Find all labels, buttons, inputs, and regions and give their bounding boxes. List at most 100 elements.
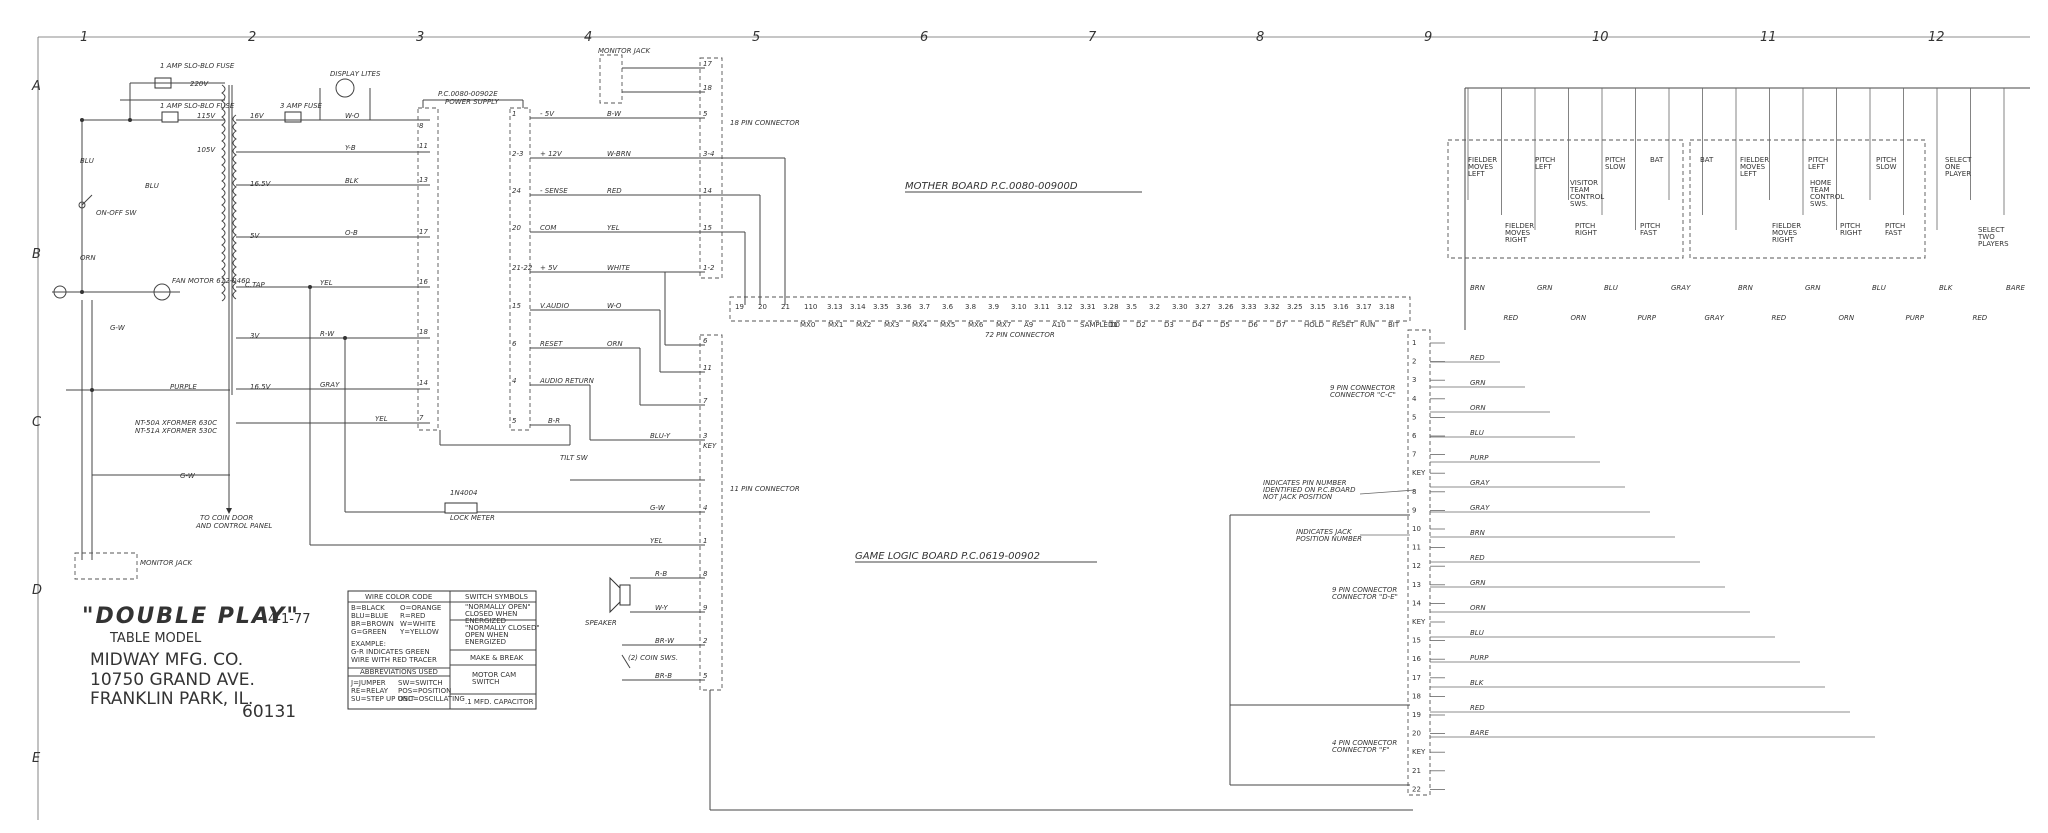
home-switch-label: FIELDER <box>1740 156 1769 164</box>
c11-pin: 7 <box>703 397 708 405</box>
c9d-sub: CONNECTOR "D-E" <box>1332 593 1398 601</box>
v16a-label: 16V <box>250 112 265 120</box>
coin-sw-label: (2) COIN SWS. <box>628 654 678 662</box>
grid-column-3: 3 <box>416 30 424 45</box>
grid-column-11: 11 <box>1760 30 1777 45</box>
right-wire-label: BLU <box>1470 629 1484 637</box>
display-lites-icon <box>335 78 355 98</box>
c72-pin: 3.25 <box>1287 303 1303 311</box>
c11-wire: BLU-Y <box>650 432 671 440</box>
c11-wire: R-B <box>655 570 667 578</box>
right-connector-pin: 2 <box>1412 358 1416 366</box>
display-lites-label: DISPLAY LITES <box>330 70 381 78</box>
primary-power-section <box>52 77 700 580</box>
title-date: 4-1-77 <box>268 612 310 627</box>
home-switch-label: LEFT <box>1808 163 1825 171</box>
legend-switch-3: MAKE & BREAK <box>470 654 524 662</box>
speaker-icon <box>609 576 705 614</box>
monitor-jack-top-label: MONITOR JACK <box>598 47 651 55</box>
v3-label: 3V <box>250 332 260 340</box>
wire-label-left: R-W <box>320 330 335 338</box>
grid-column-10: 10 <box>1592 30 1609 45</box>
power-supply <box>417 99 531 431</box>
right-connector-rows: 1234567KEY891011121314KEY151617181920KEY… <box>1412 339 1875 793</box>
c72-pin: 3.30 <box>1172 303 1188 311</box>
psu-signal: + 12V <box>540 150 563 158</box>
vertical-wire-label: RED <box>1772 314 1787 322</box>
c11-pin: KEY <box>703 442 717 450</box>
vertical-wire-label: BLU <box>1872 284 1886 292</box>
right-connector-pin: KEY <box>1412 618 1426 626</box>
right-connector-pin: 22 <box>1412 785 1421 793</box>
fuse-3-icon <box>284 111 302 123</box>
c11-pin: 5 <box>703 672 708 680</box>
c18-pin: 18 <box>703 84 712 92</box>
right-connector-pin: 13 <box>1412 581 1421 589</box>
right-wire-label: GRN <box>1470 379 1486 387</box>
psu-pin: 21-22 <box>512 264 533 272</box>
visitor-switch-label: SLOW <box>1605 163 1626 171</box>
vertical-wire-label: ORN <box>1571 314 1587 322</box>
game-logic-board-label: GAME LOGIC BOARD P.C.0619-00902 <box>855 551 1040 562</box>
psu-wire: W-O <box>607 302 622 310</box>
psu-pin: 2-3 <box>512 150 523 158</box>
mother-board-label: MOTHER BOARD P.C.0080-00900D <box>905 181 1078 192</box>
vertical-wire-label: GRAY <box>1671 284 1691 292</box>
fuse-1-label: 1 AMP SLO-BLO FUSE <box>160 62 235 70</box>
right-connector-pin: 17 <box>1412 674 1421 682</box>
switch-field <box>1447 87 2030 330</box>
psu-wire: WHITE <box>607 264 631 272</box>
legend-example: WIRE WITH RED TRACER <box>351 656 437 664</box>
c72-pin: 3.9 <box>988 303 999 311</box>
c72-signal: D1 <box>1108 321 1118 329</box>
grid-column-2: 2 <box>248 30 256 45</box>
visitor-switch-label: PITCH <box>1605 156 1625 164</box>
company-text: MIDWAY MFG. CO. <box>90 650 243 670</box>
right-connector-pin: 15 <box>1412 637 1421 645</box>
psu-input-pin: 8 <box>419 122 424 130</box>
right-connector-pin: 4 <box>1412 395 1417 403</box>
c11-pin: 11 <box>703 364 712 372</box>
c72-signal: A9 <box>1024 321 1033 329</box>
c72-signal: SAMPLE D0 <box>1080 321 1120 329</box>
home-team-label: CONTROL <box>1810 193 1844 201</box>
c72-pin: 3.31 <box>1080 303 1096 311</box>
home-switch-label: MOVES <box>1740 163 1766 171</box>
c72-pin: 3.26 <box>1218 303 1234 311</box>
legend-abbr-head: ABBREVIATIONS USED <box>360 668 438 676</box>
right-connector-pin: 11 <box>1412 544 1421 552</box>
psu-signal: - 5V <box>540 110 555 118</box>
legend-switch-2: OPEN WHEN <box>465 631 508 639</box>
c72-signal: BIT <box>1388 321 1400 329</box>
right-wire-label: GRAY <box>1470 504 1490 512</box>
select-two-label: TWO <box>1977 233 1995 241</box>
c72-pin: 20 <box>758 303 767 311</box>
wire-label-left: ORN <box>80 254 96 262</box>
legend-abbr: SW=SWITCH <box>398 679 443 687</box>
grid-column-8: 8 <box>1256 30 1264 45</box>
vertical-wire-label: BARE <box>2006 284 2025 292</box>
c72-signal: RUN <box>1360 321 1375 329</box>
vertical-wire-label: BLK <box>1939 284 1954 292</box>
legend-abbr: RE=RELAY <box>351 687 389 695</box>
speaker-label: SPEAKER <box>585 619 617 627</box>
c9c-label: 9 PIN CONNECTOR <box>1330 384 1395 392</box>
right-wire-label: ORN <box>1470 404 1486 412</box>
c72-pin: 3.32 <box>1264 303 1280 311</box>
legend-wire-head: WIRE COLOR CODE <box>365 593 432 601</box>
c18-pin: 1-2 <box>703 264 715 272</box>
c72-pin: 3.18 <box>1379 303 1395 311</box>
legend-switch-4: SWITCH <box>472 678 499 686</box>
right-connector-pin: 7 <box>1412 451 1416 459</box>
c72-pin: 3.7 <box>919 303 930 311</box>
note-pin-3: NOT JACK POSITION <box>1263 493 1333 501</box>
fuse-3-label: 3 AMP FUSE <box>280 102 323 110</box>
c72-pin: 3.36 <box>896 303 912 311</box>
vertical-wire-label: GRN <box>1537 284 1553 292</box>
psu-wire: B-W <box>607 110 622 118</box>
home-switch-group <box>1689 139 1926 259</box>
c72-signal: D3 <box>1164 321 1174 329</box>
wire-label-left: YEL <box>320 279 333 287</box>
right-wire-label: RED <box>1470 704 1485 712</box>
